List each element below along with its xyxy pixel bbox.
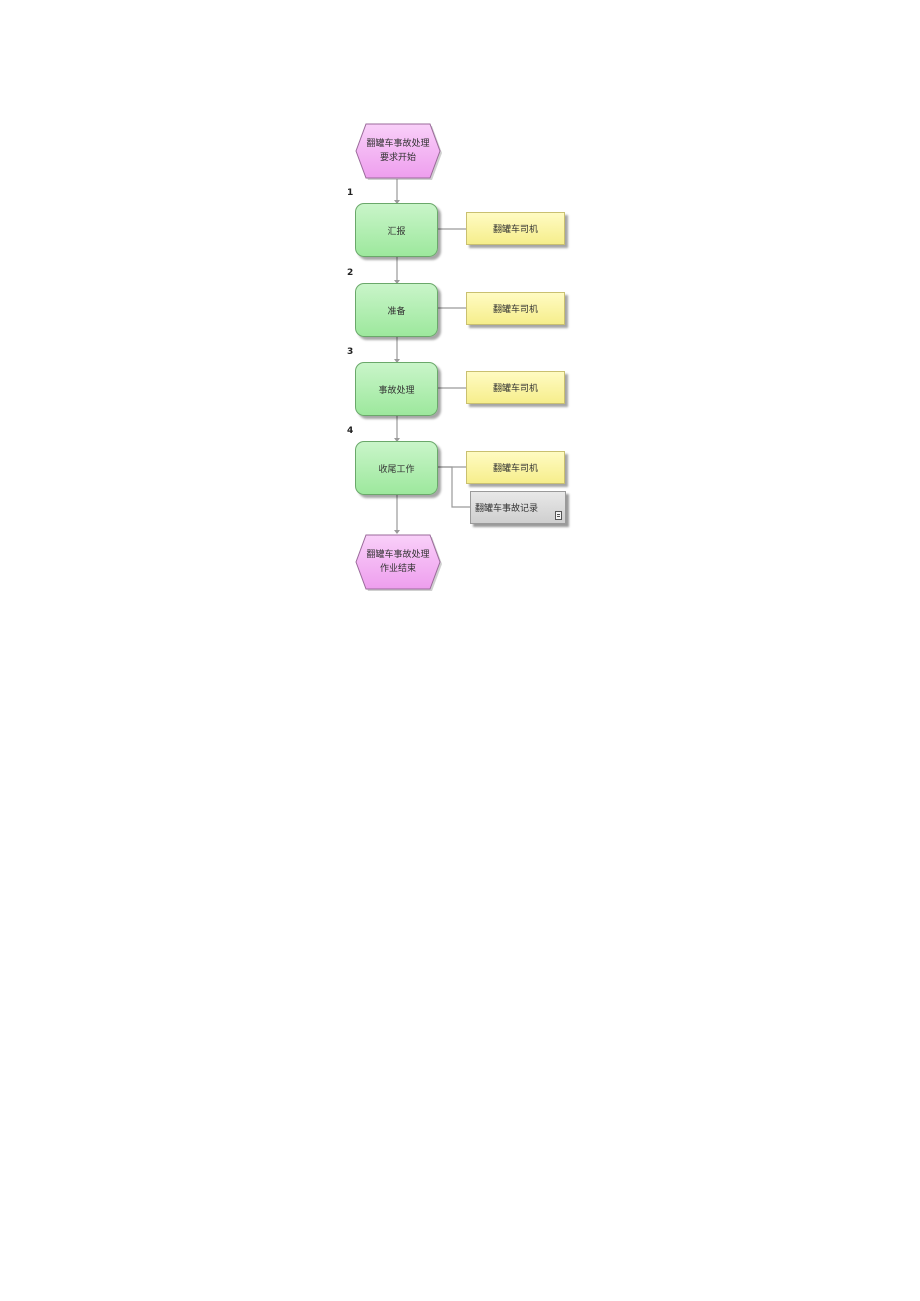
role-tanker-driver[interactable]: 翻罐车司机 [466,212,565,245]
hexagon-shape-icon [355,534,442,591]
role-tanker-driver[interactable]: 翻罐车司机 [466,451,565,484]
step-number: 1 [347,188,354,198]
function-prepare[interactable]: 准备 [355,283,438,337]
step-number: 3 [347,347,354,357]
role-tanker-driver[interactable]: 翻罐车司机 [466,371,565,404]
end-event[interactable]: 翻罐车事故处理作业结束 [354,533,442,591]
hexagon-shape-icon [355,123,442,180]
step-number: 2 [347,268,354,278]
function-wrap-up[interactable]: 收尾工作 [355,441,438,495]
function-report[interactable]: 汇报 [355,203,438,257]
role-tanker-driver[interactable]: 翻罐车司机 [466,292,565,325]
document-icon [555,511,562,520]
end-event-label: 翻罐车事故处理作业结束 [366,550,430,574]
document-accident-record[interactable]: 翻罐车事故记录 [470,491,566,524]
document-label: 翻罐车事故记录 [475,504,539,514]
start-event-label: 翻罐车事故处理要求开始 [366,139,430,163]
function-accident-handling[interactable]: 事故处理 [355,362,438,416]
step-number: 4 [347,426,354,436]
start-event[interactable]: 翻罐车事故处理要求开始 [354,122,442,180]
